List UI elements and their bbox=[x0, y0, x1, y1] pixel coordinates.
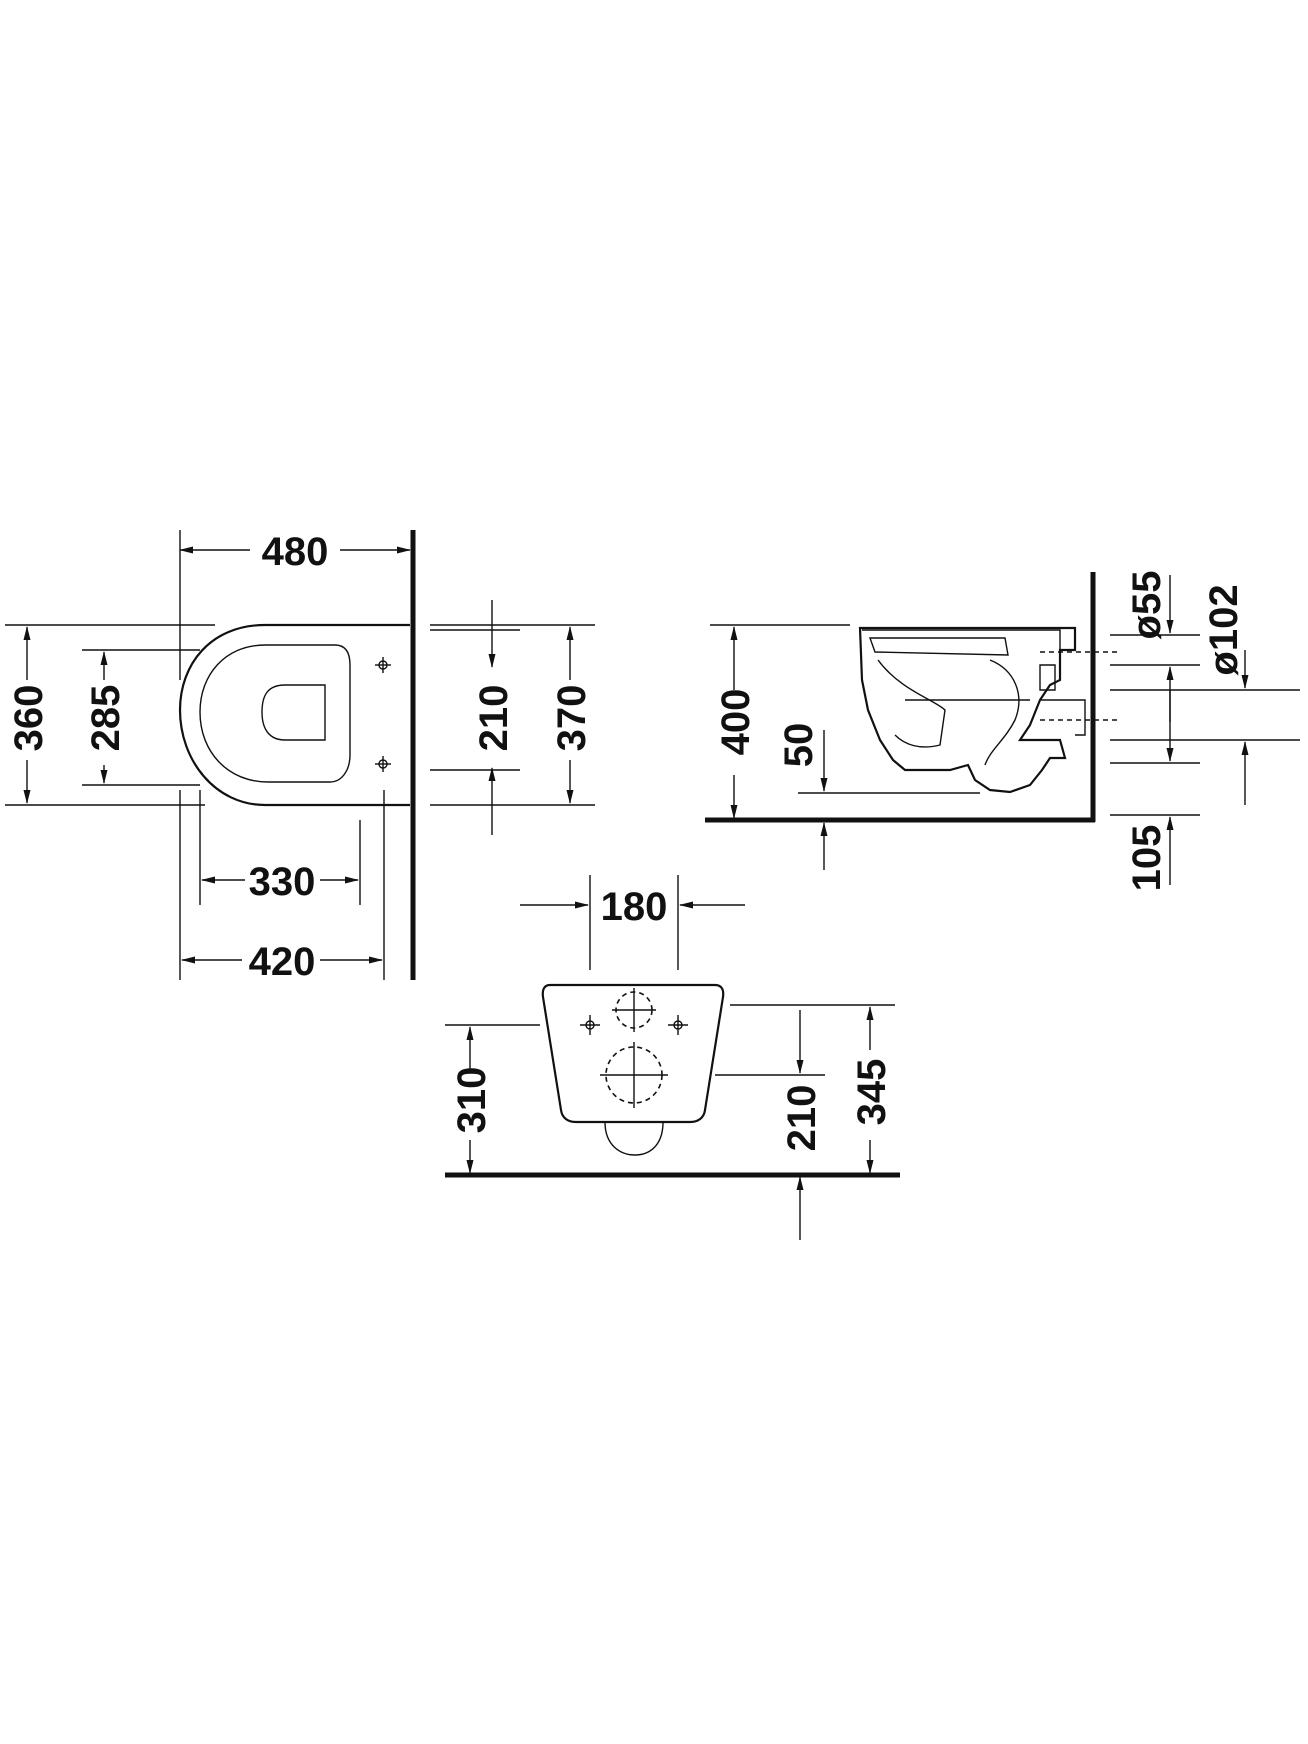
rear-view-inlet bbox=[612, 988, 656, 1032]
dim-d102: ø102 bbox=[1202, 584, 1246, 675]
rear-view-fixing-right bbox=[668, 1015, 688, 1035]
rear-view: 180 310 210 345 bbox=[445, 875, 900, 1240]
top-view: 480 360 285 210 370 330 bbox=[5, 530, 595, 984]
top-view-fixing-hole-upper bbox=[375, 657, 391, 673]
rear-view-body bbox=[541, 983, 725, 1124]
dim-370: 370 bbox=[550, 685, 594, 752]
top-view-seat-outline bbox=[199, 644, 351, 783]
dim-d55: ø55 bbox=[1125, 571, 1169, 640]
rear-view-outlet-opening bbox=[600, 1042, 668, 1108]
dim-480: 480 bbox=[262, 530, 329, 574]
dim-50: 50 bbox=[777, 723, 821, 768]
rear-view-fixing-left bbox=[580, 1015, 600, 1035]
dim-180: 180 bbox=[601, 885, 668, 929]
rear-view-outlet bbox=[604, 1121, 664, 1156]
top-view-bowl-outline bbox=[178, 623, 410, 807]
side-view-bowl-inner bbox=[877, 659, 946, 748]
dim-330: 330 bbox=[249, 860, 316, 904]
side-view: 400 50 ø55 ø102 105 bbox=[705, 571, 1300, 892]
top-view-fixing-hole-lower bbox=[375, 756, 391, 772]
dim-285: 285 bbox=[84, 685, 128, 752]
dim-420: 420 bbox=[249, 940, 316, 984]
dim-345: 345 bbox=[850, 1059, 894, 1126]
dim-105: 105 bbox=[1125, 825, 1169, 892]
dim-400: 400 bbox=[714, 689, 758, 756]
top-view-opening bbox=[261, 684, 326, 741]
dim-310: 310 bbox=[450, 1067, 494, 1134]
dim-360: 360 bbox=[7, 685, 51, 752]
dim-210-top: 210 bbox=[472, 685, 516, 752]
side-view-bowl bbox=[858, 626, 1077, 794]
dim-210-rear: 210 bbox=[780, 1085, 824, 1152]
side-view-seat bbox=[869, 637, 1009, 656]
